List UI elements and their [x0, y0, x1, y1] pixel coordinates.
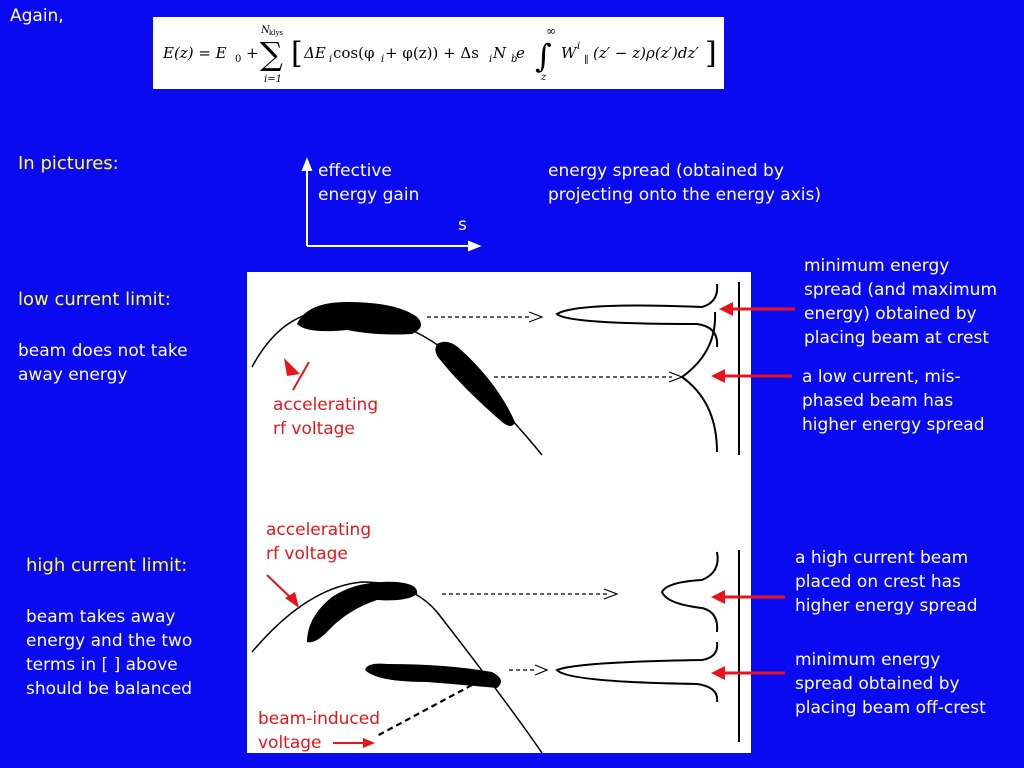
energy-formula: E(z) = E 0 + ∑ N klys i=1 [ ΔE i cos(φ i… [153, 17, 724, 89]
high-narrow-spread-profile [555, 641, 719, 703]
integral-top: ∞ [546, 24, 556, 38]
left-bracket: [ [291, 36, 303, 71]
integral-symbol: ∫ [535, 37, 552, 75]
legend-x-label: s [458, 215, 467, 235]
low-current-diagram [251, 282, 740, 456]
low-current-description: beam does not take away energy [18, 341, 188, 385]
low-accel-rf-label: accelerating rf voltage [273, 395, 379, 439]
in-pictures-heading: In pictures: [18, 153, 119, 174]
high-current-description: beam takes away energy and the two terms… [26, 607, 193, 699]
min-spread-offcrest-note: minimum energy spread obtained by placin… [795, 650, 986, 718]
slide-intro-text: Again, [10, 6, 64, 26]
legend-x-arrowhead [468, 240, 482, 252]
low-crest-bunch [297, 302, 421, 335]
sum-bottom: i=1 [264, 74, 282, 85]
min-spread-crest-note: minimum energy spread (and maximum energ… [804, 256, 998, 348]
high-crest-arrowhead [603, 588, 619, 600]
right-bracket: ] [705, 36, 717, 71]
low-wide-spread-profile [680, 311, 718, 453]
low-misphased-bunch [435, 341, 515, 426]
beam-induced-label: beam-induced voltage [258, 709, 381, 753]
formula-w-sup: i [577, 41, 580, 52]
diagram-panel [247, 272, 751, 754]
crest-annotation-arrowhead [719, 302, 733, 316]
high-current-diagram [251, 550, 740, 754]
formula-e: e [516, 44, 525, 62]
formula-cos-rest: + φ(z)) + Δs [385, 44, 479, 62]
misphased-annotation-arrowhead [711, 369, 725, 383]
high-offcrest-bunch [365, 663, 501, 688]
energy-spread-label: energy spread (obtained by projecting on… [548, 161, 821, 205]
high-rf-label-arrowhead [285, 592, 299, 608]
legend-y-arrowhead [301, 157, 313, 171]
formula-w-sub: ∥ [584, 54, 589, 66]
formula-ei-sub: i [329, 54, 332, 65]
formula-nb: N [492, 44, 507, 62]
formula-w: W [561, 44, 578, 62]
sum-symbol: ∑ [260, 35, 283, 73]
offcrest-annotation-arrowhead [711, 666, 725, 680]
sum-top-sub: klys [269, 29, 283, 37]
formula-integrand: (z′ − z)ρ(z′)dz′ [593, 44, 699, 62]
formula-phi-sub: i [381, 54, 384, 65]
beam-induced-voltage-line [374, 684, 473, 738]
low-current-heading: low current limit: [18, 289, 171, 310]
formula-si-sub: i [489, 54, 492, 65]
beam-induced-label-arrowhead [363, 738, 375, 748]
low-crest-arrowhead [528, 311, 544, 323]
legend-y-label: effective energy gain [318, 161, 420, 205]
high-accel-rf-label: accelerating rf voltage [266, 520, 372, 564]
low-rf-label-arrowhead [284, 358, 300, 376]
low-rf-label-arrow [292, 361, 310, 391]
integral-bottom: z [540, 72, 547, 83]
low-current-misphased-note: a low current, mis- phased beam has high… [802, 367, 985, 435]
high-crest-bunch [307, 581, 418, 643]
formula-lhs: E(z) = E [162, 44, 227, 62]
low-narrow-spread-profile [555, 283, 719, 348]
high-current-crest-note: a high current beam placed on crest has … [795, 548, 978, 616]
high-wide-spread-profile [660, 551, 719, 633]
high-offcrest-arrowhead [534, 664, 549, 676]
formula-e0-sub: 0 [235, 54, 241, 65]
formula-cos: cos(φ [333, 44, 374, 62]
formula-plus: + [246, 44, 259, 62]
high-crest-annotation-arrowhead [711, 590, 725, 604]
high-current-heading: high current limit: [26, 555, 188, 576]
formula-nb-sub: b [511, 54, 517, 65]
sum-top: N [260, 25, 271, 36]
formula-delta-e: ΔE [303, 44, 326, 62]
